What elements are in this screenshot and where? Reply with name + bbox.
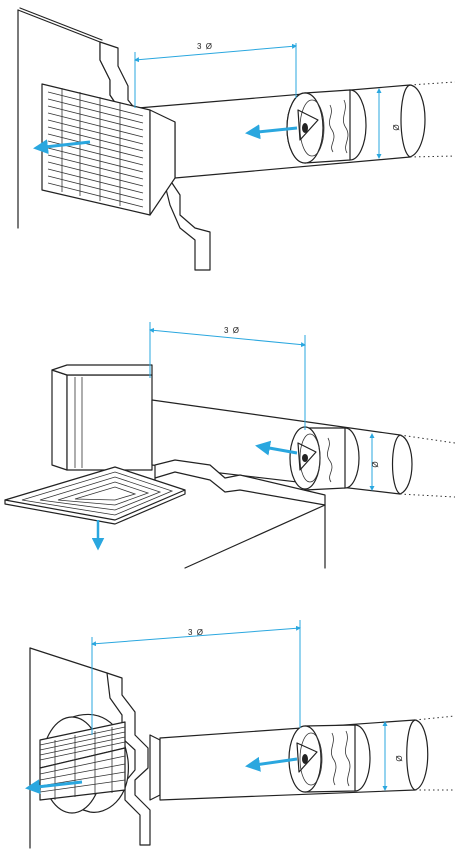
scene-3-damper	[288, 724, 371, 793]
scene-3-round-grille	[39, 713, 129, 814]
scene-3-length-label: 3 Ø	[188, 628, 204, 637]
scene-2-diffuser-plate	[4, 466, 186, 525]
scene-3-diameter-label: Ø	[395, 754, 404, 761]
scene-3-airflow-arrow-duct	[245, 756, 298, 772]
scene-2-ceiling-diffuser: 3 Ø Ø	[4, 322, 456, 569]
scene-1-length-dimension: 3 Ø	[134, 42, 297, 108]
scene-2-length-dimension: 3 Ø	[149, 322, 306, 430]
scene-3-length-dimension: 3 Ø	[91, 620, 301, 735]
scene-2-diameter-dimension: Ø	[369, 433, 380, 491]
scene-1-diameter-label: Ø	[392, 123, 401, 130]
scene-2-airflow-arrow-duct	[255, 440, 298, 456]
scene-1-diameter-dimension: Ø	[376, 88, 401, 159]
scene-2-diameter-label: Ø	[371, 460, 380, 467]
scene-1-airflow-arrow-out	[33, 139, 91, 155]
scene-2-length-label: 3 Ø	[224, 326, 240, 335]
scene-2-damper	[289, 426, 360, 491]
scene-1-airflow-arrow-duct	[245, 124, 298, 140]
scene-3-wall-round-grille: 3 Ø Ø	[25, 620, 456, 849]
scene-2-duct	[151, 399, 413, 495]
scene-1-duct	[137, 84, 426, 179]
scene-1-length-label: 3 Ø	[197, 42, 213, 51]
scene-1-wall-grille: 3 Ø Ø	[17, 7, 456, 271]
scene-1-grille-slats	[47, 88, 144, 208]
scene-3-airflow-arrow-out	[25, 779, 83, 795]
scene-1-damper	[286, 89, 367, 164]
scene-3-diameter-dimension: Ø	[382, 721, 404, 791]
